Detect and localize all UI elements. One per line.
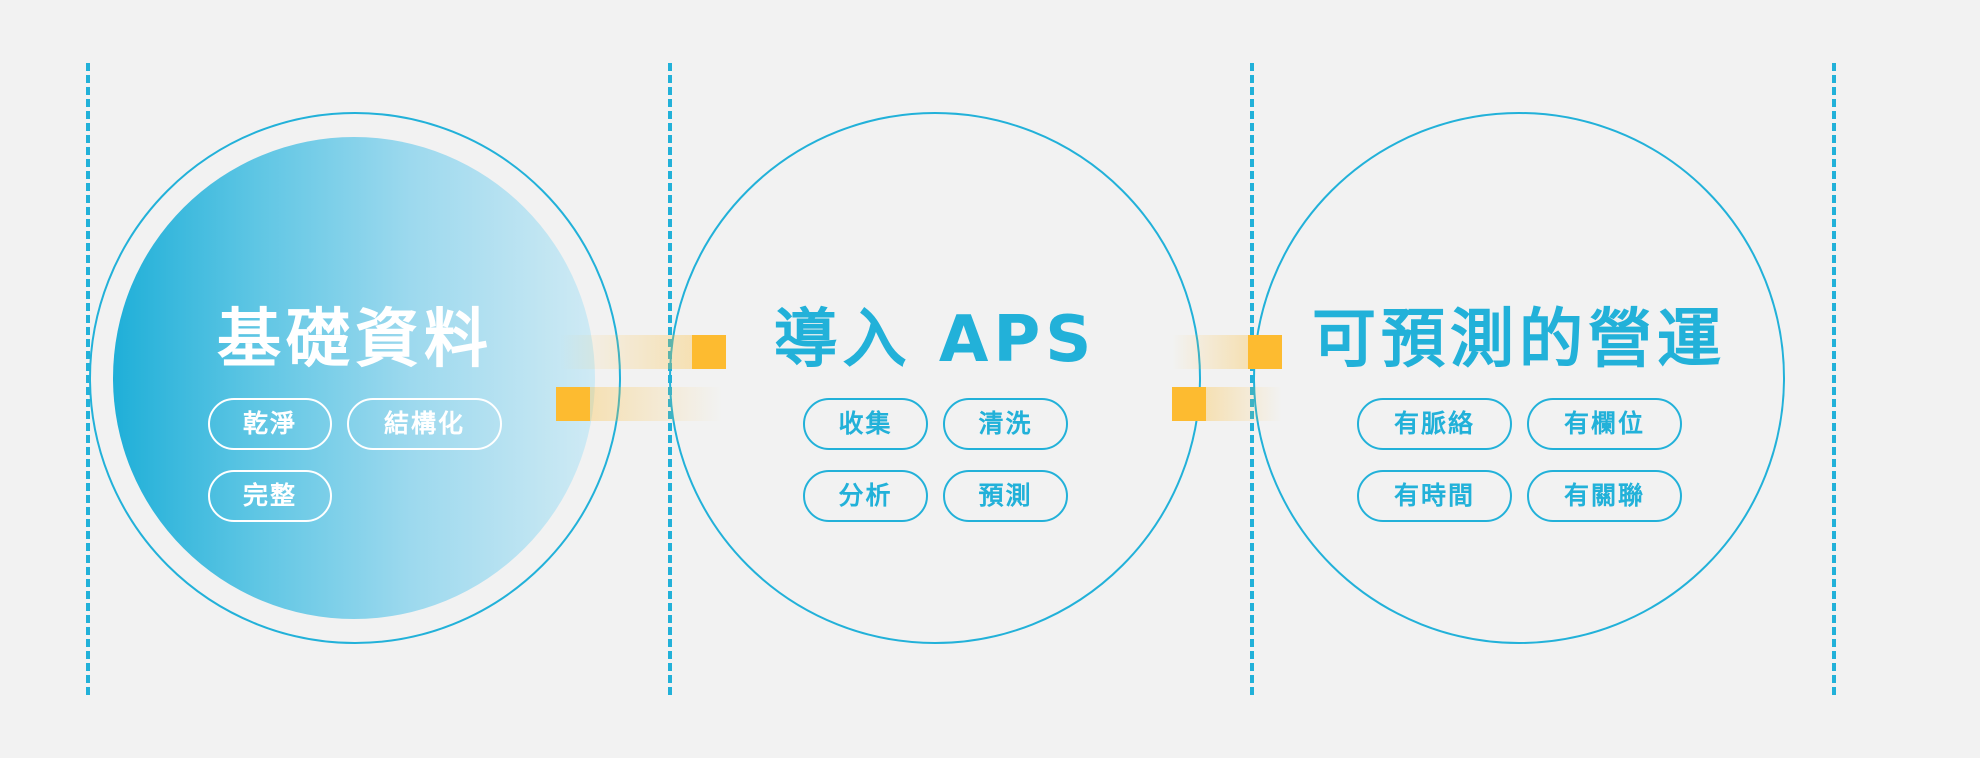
stage-1-tag-3: 完整 xyxy=(208,470,332,522)
stage-2-tag-4: 預測 xyxy=(943,470,1068,522)
stage-3-tag-3: 有時間 xyxy=(1357,470,1512,522)
connector-1-lower-square xyxy=(556,387,590,421)
stage-3-title: 可預測的營運 xyxy=(1312,303,1726,377)
connector-2-lower-bar xyxy=(1206,387,1282,421)
stage-2-ring xyxy=(669,112,1201,644)
stage-2-title: 導入 APS xyxy=(773,303,1097,377)
stage-3-ring xyxy=(1253,112,1785,644)
stage-1-title: 基礎資料 xyxy=(217,303,493,377)
divider-line-4 xyxy=(1832,63,1836,695)
stage-1-tag-2: 結構化 xyxy=(347,398,502,450)
connector-1-upper-bar xyxy=(560,335,692,369)
stage-1-ring xyxy=(89,112,621,644)
stage-3-tag-1: 有脈絡 xyxy=(1357,398,1512,450)
connector-2-upper-square xyxy=(1248,335,1282,369)
stage-3-tag-2: 有欄位 xyxy=(1527,398,1682,450)
connector-1-lower-bar xyxy=(590,387,722,421)
stage-1-tag-1: 乾淨 xyxy=(208,398,332,450)
stage-2-tag-3: 分析 xyxy=(803,470,928,522)
connector-2-lower-square xyxy=(1172,387,1206,421)
divider-line-3 xyxy=(1250,63,1254,695)
divider-line-1 xyxy=(86,63,90,695)
stage-2-tag-2: 清洗 xyxy=(943,398,1068,450)
connector-1-upper-square xyxy=(692,335,726,369)
connector-2-upper-bar xyxy=(1172,335,1248,369)
stage-3-tag-4: 有關聯 xyxy=(1527,470,1682,522)
stage-1-disc xyxy=(113,137,595,619)
stage-2-tag-1: 收集 xyxy=(803,398,928,450)
